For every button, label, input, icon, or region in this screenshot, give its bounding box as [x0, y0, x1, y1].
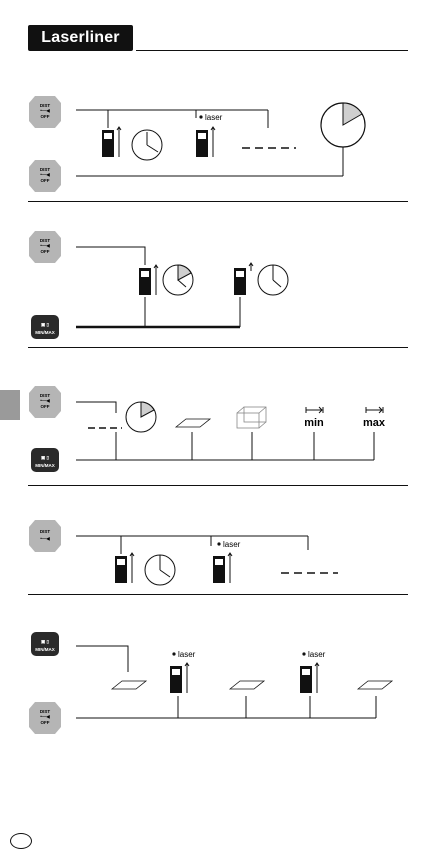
svg-text:MIN/MAX: MIN/MAX — [35, 647, 55, 652]
clock-icon — [145, 555, 175, 585]
device-icon — [234, 263, 253, 295]
area-icon — [112, 681, 146, 689]
clock-icon — [163, 265, 193, 295]
dist-button: DIST •—◀ — [29, 520, 61, 552]
section-divider — [28, 201, 408, 202]
svg-text:OFF: OFF — [41, 404, 50, 409]
max-icon: max — [363, 407, 386, 429]
svg-text:OFF: OFF — [41, 249, 50, 254]
clock-icon — [126, 402, 156, 432]
minmax-button: ▣ ▯ MIN/MAX — [31, 632, 59, 656]
minmax-button: ▣ ▯ MIN/MAX — [31, 448, 59, 472]
svg-text:MIN/MAX: MIN/MAX — [35, 463, 55, 468]
svg-text:laser: laser — [178, 650, 196, 659]
area-icon — [176, 419, 210, 427]
dist-button: DIST •—◀ OFF — [29, 702, 61, 734]
svg-text:DIST: DIST — [40, 529, 51, 534]
header-rule — [136, 50, 408, 51]
min-label: min — [304, 417, 324, 429]
clock-icon — [258, 265, 288, 295]
svg-text:•—◀: •—◀ — [40, 243, 50, 248]
device-icon — [196, 127, 215, 157]
device-icon — [115, 553, 134, 583]
dist-button: DIST •—◀ OFF — [29, 231, 61, 263]
svg-text:▣ ▯: ▣ ▯ — [41, 639, 50, 644]
svg-text:•—◀: •—◀ — [40, 398, 50, 403]
max-label: max — [363, 417, 386, 429]
clock-icon-large — [321, 103, 365, 176]
section-divider — [28, 485, 408, 486]
svg-text:OFF: OFF — [41, 178, 50, 183]
svg-text:laser: laser — [308, 650, 326, 659]
section-5-diagram: ▣ ▯ MIN/MAX DIST •—◀ OFF laser laser — [0, 620, 437, 735]
area-icon — [230, 681, 264, 689]
svg-text:OFF: OFF — [41, 720, 50, 725]
clock-icon — [132, 130, 162, 160]
svg-text:▣ ▯: ▣ ▯ — [41, 455, 50, 460]
section-divider — [28, 347, 408, 348]
device-icon — [213, 553, 232, 583]
svg-text:•—◀: •—◀ — [40, 172, 50, 177]
section-2-diagram: DIST •—◀ OFF ▣ ▯ MIN/MAX — [0, 225, 437, 335]
svg-text:▣ ▯: ▣ ▯ — [41, 322, 50, 327]
min-icon: min — [304, 407, 324, 429]
dist-button: DIST •—◀ OFF — [29, 96, 61, 128]
svg-text:laser: laser — [223, 540, 241, 549]
side-tab-marker — [0, 390, 20, 420]
svg-text:•—◀: •—◀ — [40, 536, 50, 541]
dist-button: DIST •—◀ OFF — [29, 386, 61, 418]
minmax-label: MIN/MAX — [35, 330, 55, 335]
volume-icon — [237, 407, 266, 428]
svg-text:•—◀: •—◀ — [40, 714, 50, 719]
language-oval-marker — [10, 833, 32, 849]
section-divider — [28, 594, 408, 595]
device-icon — [139, 265, 158, 295]
off-label: OFF — [41, 114, 50, 119]
section-3-diagram: DIST •—◀ OFF ▣ ▯ MIN/MAX min max — [0, 380, 437, 480]
area-icon — [358, 681, 392, 689]
device-icon — [170, 663, 189, 693]
device-icon — [300, 663, 319, 693]
dist-button: DIST •—◀ OFF — [29, 160, 61, 192]
section-1-diagram: DIST •—◀ OFF DIST •—◀ OFF laser — [0, 90, 437, 200]
device-icon — [102, 127, 121, 157]
minmax-button: ▣ ▯ MIN/MAX — [31, 315, 59, 339]
section-4-diagram: DIST •—◀ laser — [0, 512, 437, 592]
laserliner-logo: Laserliner — [28, 25, 133, 51]
svg-text:•—◀: •—◀ — [40, 108, 50, 113]
laser-label: laser — [205, 113, 223, 122]
